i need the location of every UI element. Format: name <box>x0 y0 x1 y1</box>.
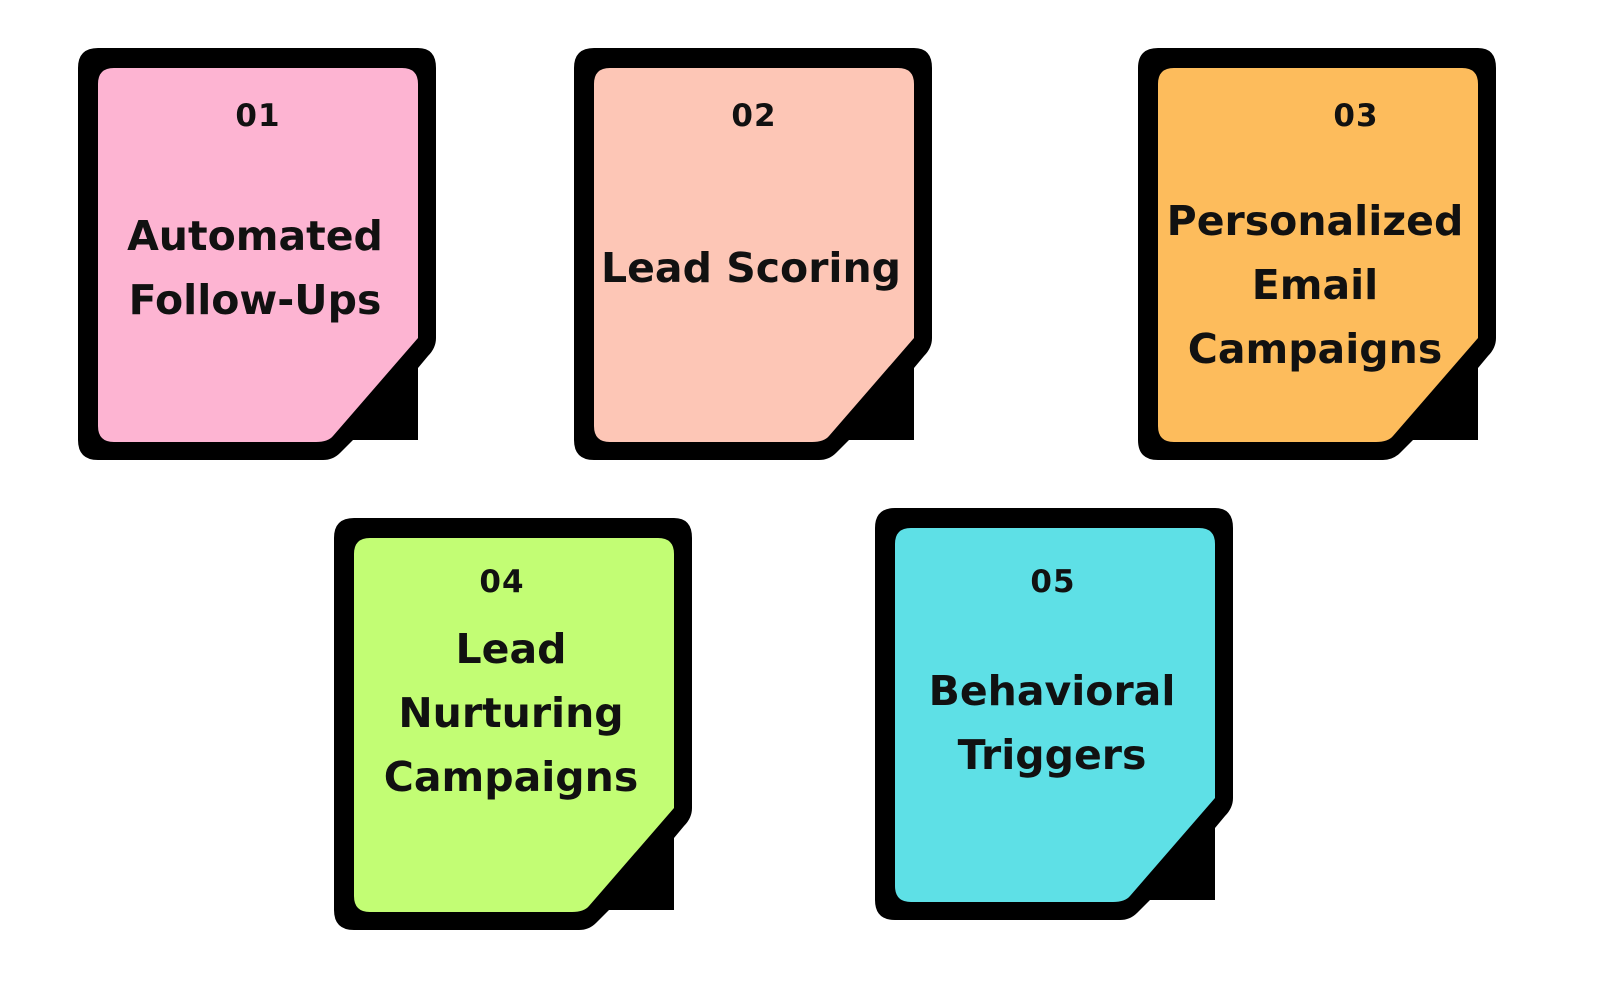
card-number: 04 <box>479 564 525 600</box>
card-label-line: Automated <box>127 212 383 260</box>
card-02: 02 Lead Scoring <box>574 48 934 468</box>
card-label: Lead Scoring <box>592 233 910 303</box>
card-label-line: Campaigns <box>1187 325 1443 373</box>
card-05-shape <box>875 508 1233 920</box>
card-02-shape <box>574 48 932 460</box>
card-number: 02 <box>731 98 777 134</box>
card-number: 05 <box>1030 564 1076 600</box>
card-label-line: Email <box>1251 261 1379 309</box>
card-number: 03 <box>1333 98 1379 134</box>
card-number: 01 <box>235 98 281 134</box>
card-label-line: Follow-Ups <box>128 276 382 324</box>
card-label-line: Personalized <box>1166 197 1464 245</box>
card-label-line: Triggers <box>957 731 1147 779</box>
card-label-line: Lead <box>455 625 567 673</box>
card-label-line: Nurturing <box>398 689 624 737</box>
card-label-line: Behavioral <box>928 667 1176 715</box>
card-03-shape <box>1138 48 1496 460</box>
card-04-shape <box>334 518 692 930</box>
card-label-line: Lead Scoring <box>600 244 902 292</box>
card-01-shape <box>78 48 436 460</box>
card-label-line: Campaigns <box>383 753 639 801</box>
